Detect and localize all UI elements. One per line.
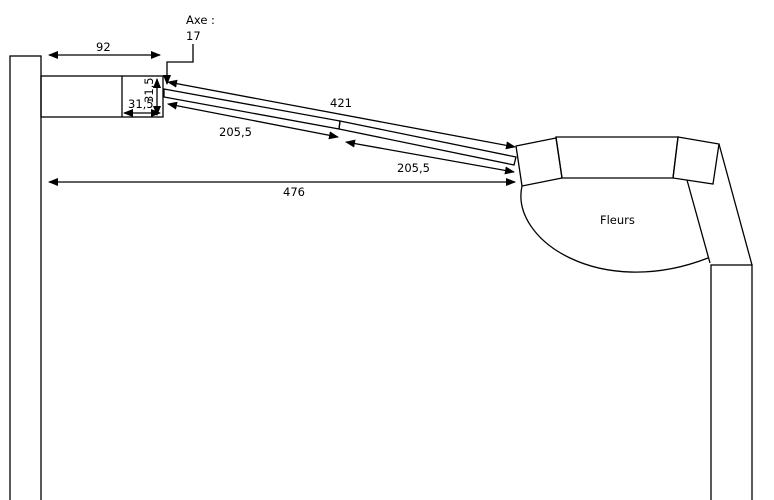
- left-post: [9, 55, 42, 500]
- dim-205-5-arrow-2: [345, 139, 515, 175]
- flower-bed-outline: [520, 185, 709, 273]
- dim-476-label: 476: [283, 185, 305, 199]
- axis-leader-arrow: [163, 44, 194, 85]
- diagonal-inner: [686, 179, 711, 264]
- dim-31-5-horizontal-label: 31,5: [128, 97, 154, 111]
- dim-421-arrow: [167, 79, 516, 150]
- slanted-bar-2: [338, 120, 517, 166]
- corner-block-left: [515, 137, 563, 187]
- dim-92-label: 92: [96, 40, 111, 54]
- axis-title: Axe :: [186, 13, 215, 27]
- corner-block-right: [672, 136, 720, 185]
- dim-205-5-arrow-1: [167, 101, 339, 140]
- top-beam: [555, 136, 679, 179]
- diagonal-outer: [718, 143, 753, 266]
- dim-205-5-label-1: 205,5: [219, 125, 252, 139]
- dim-205-5-label-2: 205,5: [397, 161, 430, 175]
- right-post: [710, 264, 753, 500]
- flower-bed-label: Fleurs: [600, 213, 635, 227]
- axis-value: 17: [186, 29, 201, 43]
- dim-421-label: 421: [330, 96, 352, 110]
- wall-beam: [40, 75, 164, 118]
